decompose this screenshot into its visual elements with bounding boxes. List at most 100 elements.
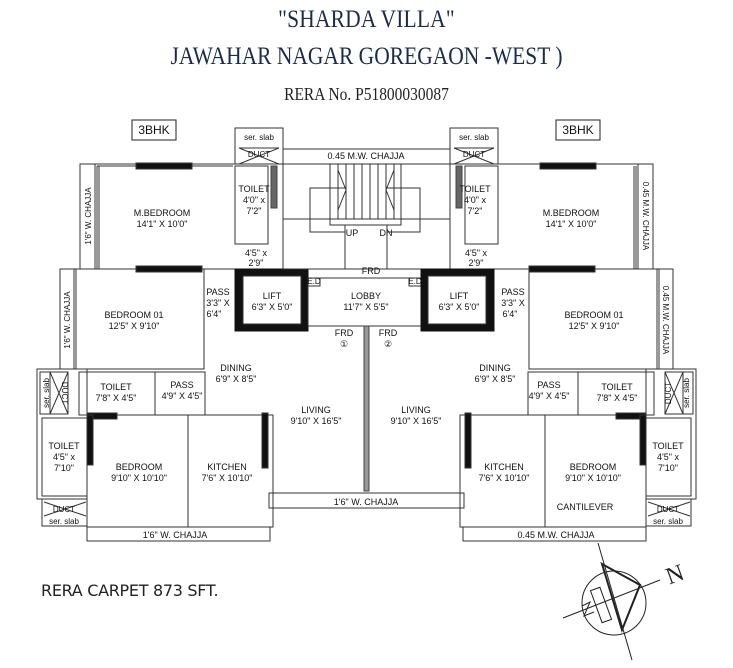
room-name: DINING [220,363,252,373]
room-name: TOILET [238,184,270,194]
unit-type-label-right: 3BHK [562,123,593,137]
room-size: 9'10" X 16'5" [391,416,442,426]
unit-type-label-left: 3BHK [138,123,169,137]
chajja-label: 1'6" W. CHAJJA [84,187,93,245]
room-name: M.BEDROOM [543,208,600,218]
room-name: PASS [170,380,193,390]
room-size: 7'10" [658,463,678,473]
room-name: BEDROOM [116,462,163,472]
room-name: TOILET [100,382,132,392]
ser-slab-label: ser. slab [682,378,691,408]
room-size: 9'10" X 16'5" [291,416,342,426]
unit-type-badge-right [555,119,601,141]
room-name: PASS [206,287,229,297]
room-name: PASS [501,287,524,297]
room-name: PASS [537,380,560,390]
project-title: "SHARDA VILLA" [278,6,455,33]
room-name: TOILET [459,184,491,194]
room-size: 2'9" [469,258,484,268]
rera-carpet-area: RERA CARPET 873 SFT. [41,581,219,600]
room-size: 12'5" X 9'10" [109,321,160,331]
frd-number: ② [384,339,392,349]
room-name: LIFT [450,291,469,301]
room-size: 4'0" x [464,195,486,205]
ser-slab-label: ser. slab [49,517,79,526]
room-name: KITCHEN [484,462,524,472]
duct-label: DUCT [53,505,75,514]
ed-label: E.D [307,277,321,286]
room-name: BEDROOM 01 [104,310,163,320]
room-size: 7'10" [54,463,74,473]
chajja-label: 0.45 M.W. CHAJJA [661,286,670,355]
duct-label: DUCT [664,382,673,404]
room-size: 6'9" X 8'5" [216,374,257,384]
frd-number: ① [340,339,348,349]
duct-label: DUCT [248,150,270,159]
duct-label: DUCT [463,150,485,159]
room-name: BEDROOM 01 [564,310,623,320]
north-arrow-icon [562,542,661,661]
ed-label: E.D [408,277,422,286]
room-size: 6'4" [207,309,222,319]
ser-slab-label: ser. slab [653,517,683,526]
chajja-label: 1'6" W. CHAJJA [143,530,207,540]
room-name: TOILET [601,382,633,392]
room-name: LOBBY [351,291,381,301]
room-name: LIVING [401,405,431,415]
room-size: 7'2" [247,206,262,216]
room-size: 14'1" X 10'0" [137,219,188,229]
chajja-label: 1'6" W. CHAJJA [63,291,72,349]
room-size: 7'8" X 4'5" [96,393,137,403]
room-size: 7'6" X 10'10" [202,473,253,483]
frd-label: FRD [379,328,398,338]
duct-label: DUCT [657,505,679,514]
room-size: 4'5" x [465,248,487,258]
room-name: M.BEDROOM [134,208,191,218]
left-duct-top [234,127,284,165]
room-name: TOILET [48,441,80,451]
right-chajja-bottom [462,526,647,542]
room-name: TOILET [652,441,684,451]
stair-down-label: DN [380,228,393,238]
room-size: 4'9" X 4'5" [162,391,203,401]
chajja-label: 0.45 M.W. CHAJJA [517,530,594,540]
room-name: LIFT [263,291,282,301]
cantilever-label: CANTILEVER [557,502,614,512]
top-chajja-label: 0.45 M.W. CHAJJA [327,151,404,161]
room-size: 3'3" X [206,298,229,308]
center-chajja-bottom [268,492,465,509]
frd-label: FRD [335,328,354,338]
room-name: BEDROOM [570,462,617,472]
left-chajja-bottom [86,526,271,542]
rera-number: RERA No. P51800030087 [284,84,449,104]
room-name: LIVING [301,405,331,415]
room-size: 4'5" x [245,248,267,258]
room-size: 7'8" X 4'5" [597,393,638,403]
room-size: 4'5" x [657,452,679,462]
room-size: 6'4" [503,309,518,319]
right-duct-top [449,127,499,165]
ser-slab-label: ser. slab [42,378,51,408]
duct-label: DUCT [60,382,69,404]
room-size: 14'1" X 10'0" [546,219,597,229]
room-size: 6'9" X 8'5" [475,374,516,384]
frd-label: FRD [362,266,381,276]
room-name: DINING [479,363,511,373]
room-size: 4'9" X 4'5" [529,391,570,401]
room-size: 4'0" x [243,195,265,205]
room-size: 7'6" X 10'10" [479,473,530,483]
project-location: JAWAHAR NAGAR GOREGAON -WEST ) [170,43,563,70]
chajja-label: 0.45 M.W. CHAJJA [641,182,650,251]
chajja-label: 1'6" W. CHAJJA [334,497,398,507]
room-size: 6'3" X 5'0" [252,302,293,312]
room-size: 3'3" X [501,298,524,308]
room-size: 7'2" [468,206,483,216]
room-size: 2'9" [249,258,264,268]
ser-slab-label: ser. slab [459,133,489,142]
room-size: 9'10" X 10'10" [111,473,167,483]
north-label: N [663,560,688,590]
room-size: 12'5" X 9'10" [569,321,620,331]
stair-up-label: UP [346,228,359,238]
room-name: KITCHEN [207,462,247,472]
